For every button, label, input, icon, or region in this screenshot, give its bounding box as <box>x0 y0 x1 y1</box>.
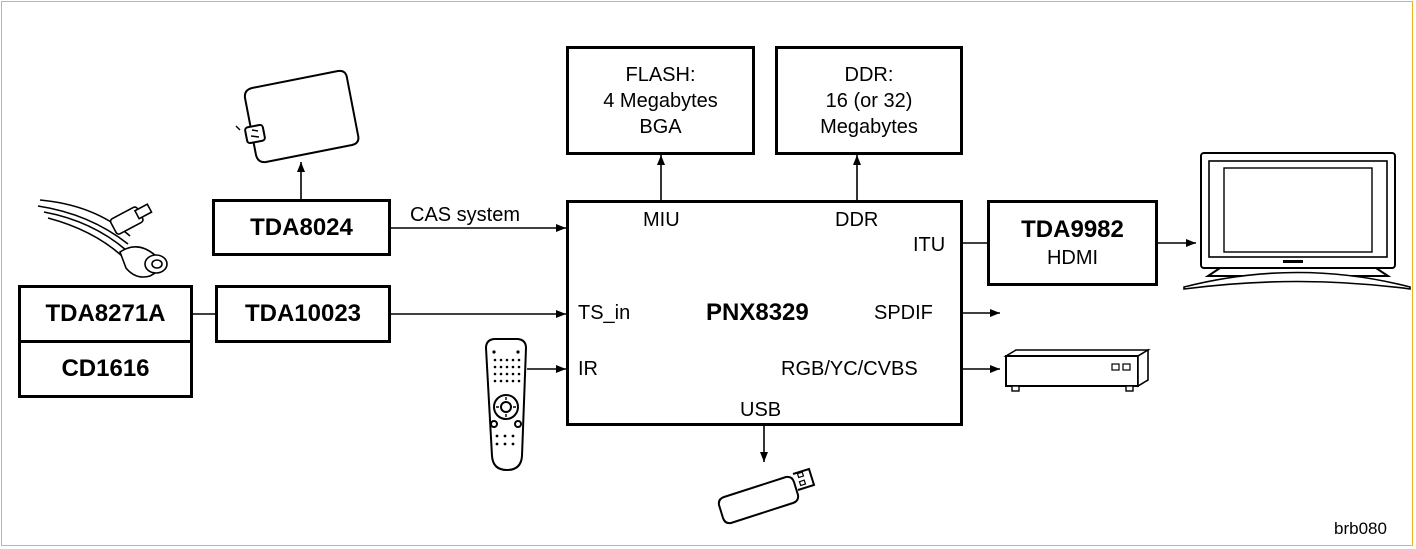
tda8271a-label: TDA8271A <box>45 300 166 327</box>
port-ir: IR <box>578 358 598 380</box>
tda8271a-block: TDA8271A <box>18 285 193 343</box>
pnx8329-label: PNX8329 <box>706 299 809 326</box>
port-ts-in: TS_in <box>578 302 631 324</box>
usb-stick-icon <box>717 467 816 525</box>
pnx8329-block <box>566 200 963 426</box>
ddr-block: DDR: 16 (or 32) Megabytes <box>775 46 963 155</box>
flash-line-2: 4 Megabytes <box>603 89 718 112</box>
tda9982-sub-label: HDMI <box>1046 247 1099 269</box>
port-ddr: DDR <box>835 209 879 231</box>
cd1616-label: CD1616 <box>61 355 150 382</box>
ddr-line-1: DDR: <box>844 63 894 86</box>
ddr-line-2: 16 (or 32) <box>825 89 913 112</box>
figure-id: brb080 <box>1334 519 1387 538</box>
port-spdif: SPDIF <box>874 302 933 324</box>
port-itu: ITU <box>913 234 946 256</box>
port-usb: USB <box>740 399 782 421</box>
tda10023-label: TDA10023 <box>244 300 362 327</box>
set-top-box-icon <box>1003 348 1151 392</box>
cd1616-block: CD1616 <box>18 340 193 398</box>
tda9982-block: TDA9982 HDMI <box>987 200 1158 286</box>
antenna-cable-icon <box>37 199 168 278</box>
remote-control-icon <box>484 338 528 472</box>
flash-block: FLASH: 4 Megabytes BGA <box>566 46 755 155</box>
tda8024-label: TDA8024 <box>250 213 353 241</box>
cas-system-label: CAS system <box>410 204 521 226</box>
tda9982-label: TDA9982 <box>1021 216 1124 243</box>
flash-line-1: FLASH: <box>625 63 696 86</box>
flash-line-3: BGA <box>639 115 682 138</box>
port-rgb-yc-cvbs: RGB/YC/CVBS <box>781 358 918 380</box>
ddr-line-3: Megabytes <box>820 115 918 138</box>
smart-card-icon <box>235 69 360 164</box>
flat-tv-icon <box>1183 152 1411 290</box>
port-miu: MIU <box>643 209 680 231</box>
tda10023-block: TDA10023 <box>215 285 391 343</box>
tda8024-block: TDA8024 <box>212 199 391 256</box>
